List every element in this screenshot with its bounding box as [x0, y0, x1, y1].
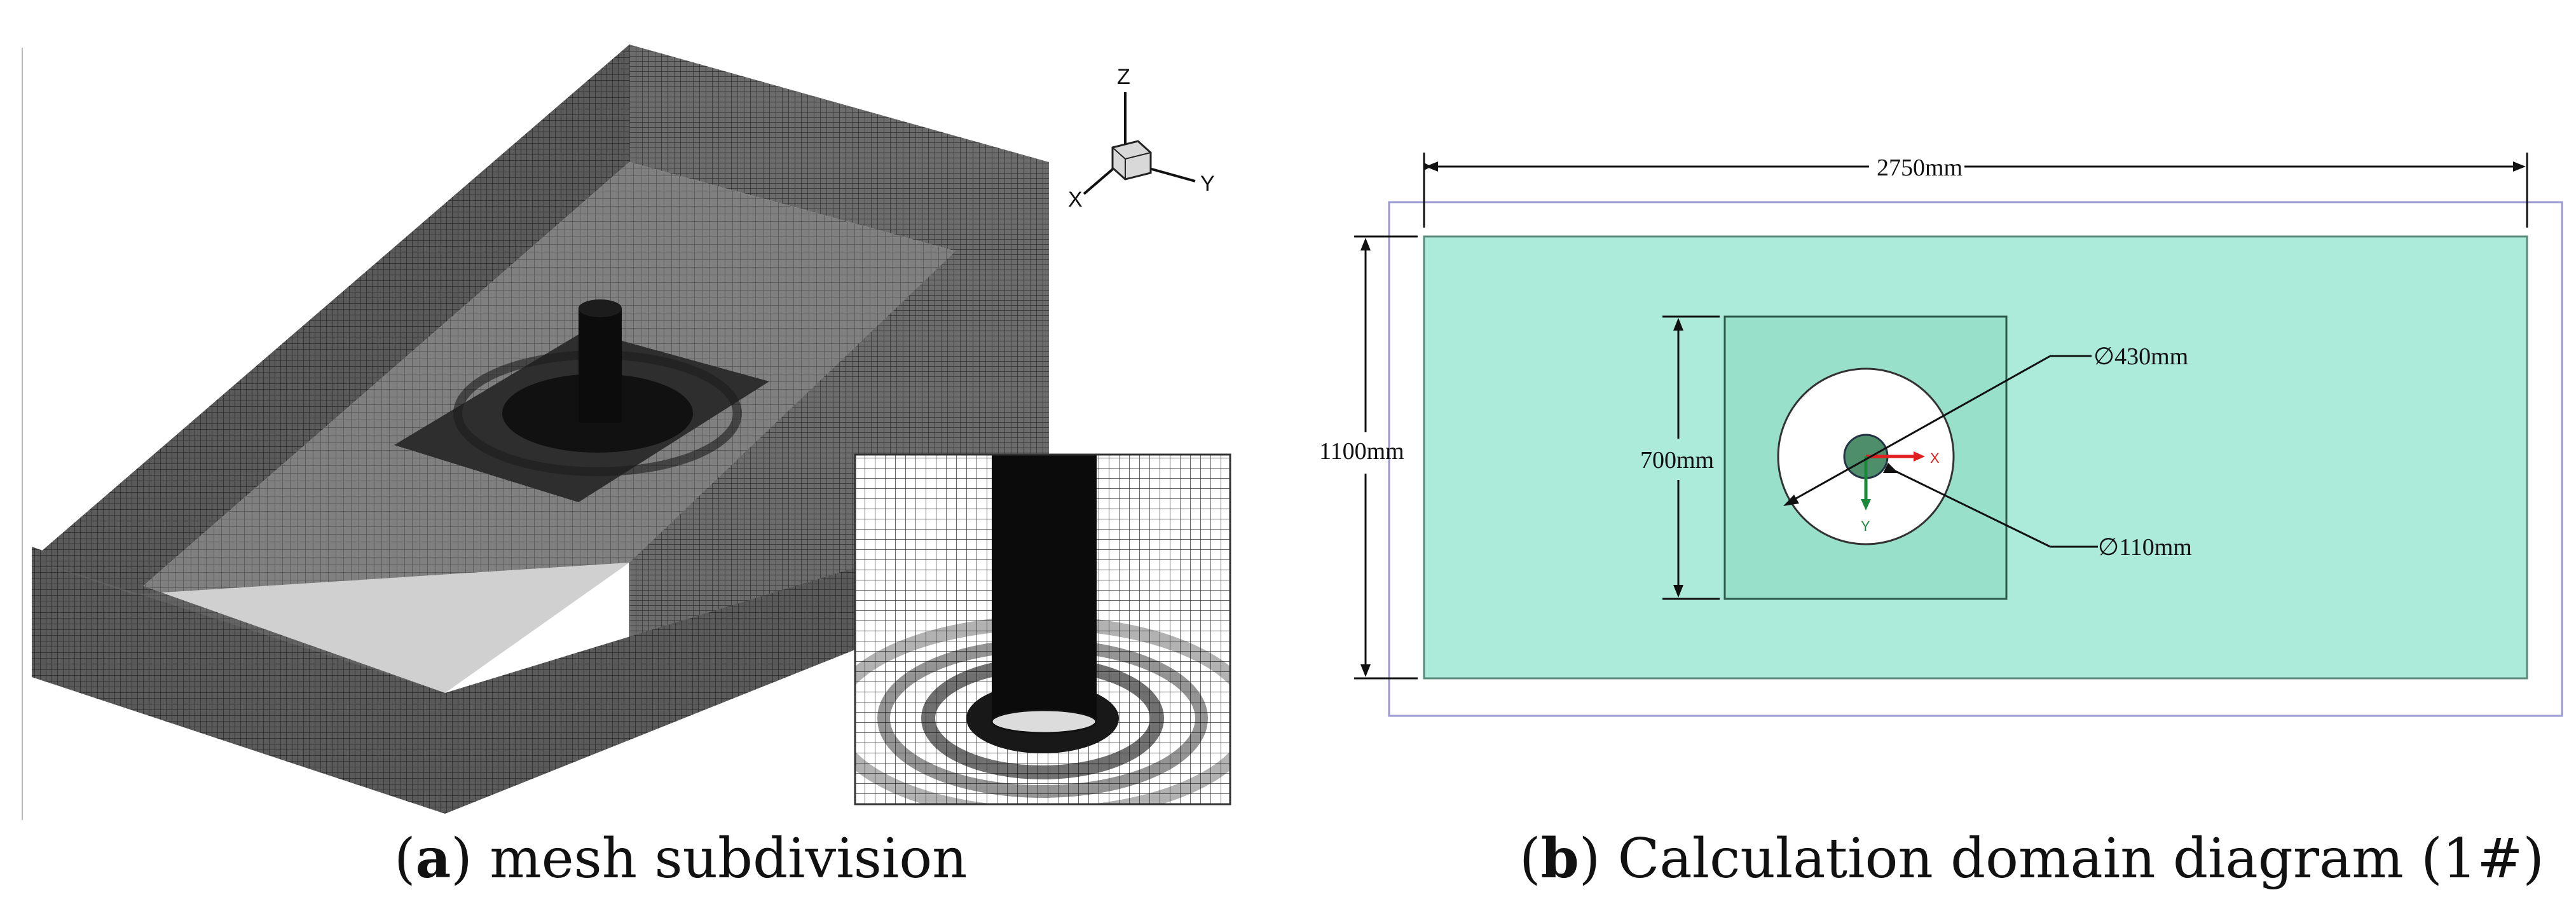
axis-y-label: Y — [1200, 172, 1215, 196]
caption-a-text: mesh subdivision — [490, 827, 968, 891]
axis-z-label: Z — [1117, 65, 1130, 89]
axis-x-label: X — [1068, 188, 1083, 212]
outer-diameter-label: ∅430mm — [2093, 343, 2188, 370]
caption-a: (a) mesh subdivision — [394, 826, 968, 891]
caption-b-letter: b — [1540, 826, 1579, 891]
mesh-3d-view — [22, 45, 1049, 820]
local-y-label: Y — [1861, 518, 1870, 534]
domain-diagram: X Y 2750mm 1100mm 700mm ∅430mm — [1319, 153, 2563, 717]
axis-triad: Z Y X — [1068, 65, 1215, 212]
length-dimension: 2750mm — [1877, 154, 1963, 181]
local-x-label: X — [1930, 450, 1940, 466]
pile-diameter-label: ∅110mm — [2098, 534, 2192, 561]
caption-b: (b) Calculation domain diagram (1#) — [1519, 826, 2544, 891]
square-dimension: 700mm — [1640, 447, 1714, 474]
caption-a-letter: a — [415, 826, 451, 891]
mesh-zoom-inset — [854, 453, 1231, 805]
caption-b-text: Calculation domain diagram (1#) — [1617, 827, 2544, 891]
width-dimension: 1100mm — [1319, 438, 1404, 465]
